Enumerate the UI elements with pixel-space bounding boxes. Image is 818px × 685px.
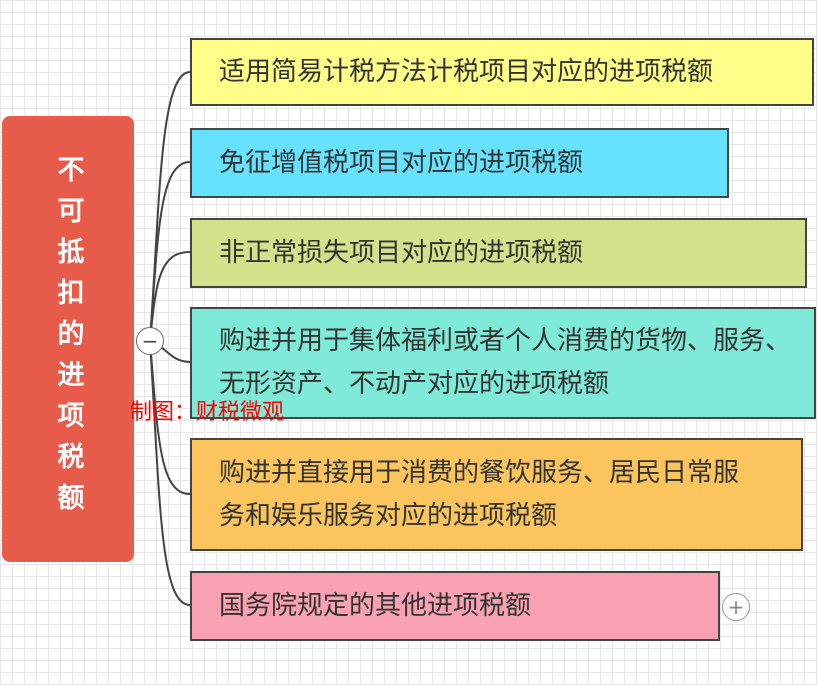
plus-icon: + [727, 595, 745, 619]
topic-6[interactable]: 国务院规定的其他进项税额 [190, 571, 720, 641]
topic-5[interactable]: 购进并直接用于消费的餐饮服务、居民日常服务和娱乐服务对应的进项税额 [190, 438, 803, 551]
expand-button[interactable]: + [722, 593, 750, 621]
topic-label: 购进并直接用于消费的餐饮服务、居民日常服务和娱乐服务对应的进项税额 [219, 457, 740, 531]
root-topic[interactable]: 不可抵扣的进项税额 [2, 116, 134, 562]
topic-2[interactable]: 免征增值税项目对应的进项税额 [190, 128, 729, 198]
topic-label: 购进并用于集体福利或者个人消费的货物、服务、无形资产、不动产对应的进项税额 [219, 326, 792, 399]
topic-label: 适用简易计税方法计税项目对应的进项税额 [219, 56, 714, 87]
topic-4[interactable]: 购进并用于集体福利或者个人消费的货物、服务、无形资产、不动产对应的进项税额 [190, 307, 816, 419]
topic-3[interactable]: 非正常损失项目对应的进项税额 [190, 218, 807, 288]
topic-label: 免征增值税项目对应的进项税额 [219, 147, 584, 178]
minus-icon: − [141, 329, 159, 353]
watermark: 制图：财税微观 [130, 400, 285, 425]
root-topic-label: 不可抵扣的进项税额 [52, 154, 84, 524]
topic-1[interactable]: 适用简易计税方法计税项目对应的进项税额 [190, 38, 814, 106]
topic-label: 国务院规定的其他进项税额 [219, 590, 532, 621]
collapse-button[interactable]: − [136, 327, 164, 355]
topic-label: 非正常损失项目对应的进项税额 [219, 237, 584, 268]
